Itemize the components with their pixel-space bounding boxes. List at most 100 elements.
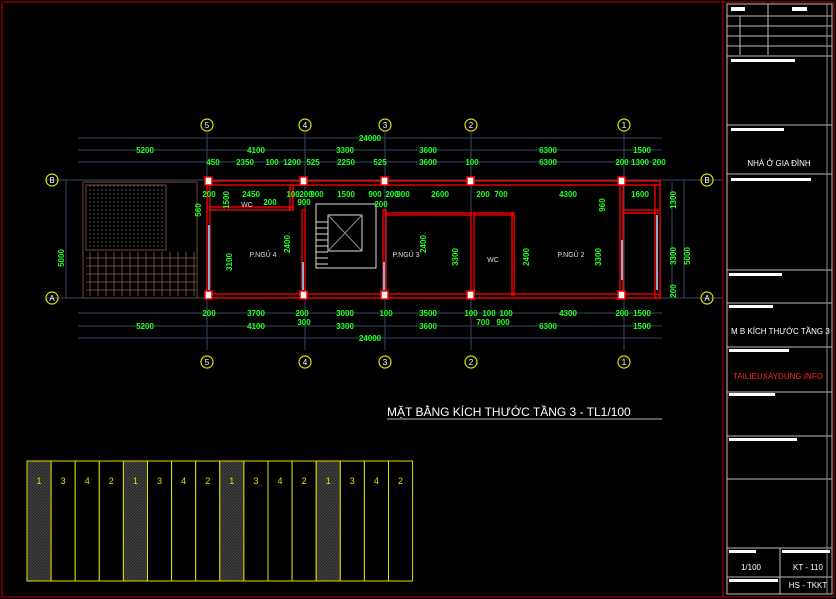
dimension-text: 200 — [669, 284, 678, 298]
axis-bubble — [617, 118, 631, 132]
layer-strip-cell — [74, 460, 100, 582]
layer-strip-cell — [243, 460, 269, 582]
layer-strip-cell — [363, 460, 389, 582]
column — [299, 176, 308, 186]
column — [380, 290, 389, 300]
dimension-text: 6300 — [539, 158, 557, 167]
dimension-text: 1500 — [633, 146, 651, 155]
column — [617, 176, 626, 186]
axis-bubble — [378, 118, 392, 132]
layer-strip-cell — [388, 460, 414, 582]
dimension-text: 3000 — [336, 309, 354, 318]
dimension-text: 4100 — [247, 146, 265, 155]
dimension-text: 4100 — [247, 322, 265, 331]
room-label: P.NGỦ 4 — [249, 250, 276, 259]
watermark-text: TAILIEUXAYDUNG.INFO — [733, 372, 823, 381]
dimension-text: 200 — [615, 309, 629, 318]
dimension-text: 200 — [202, 309, 216, 318]
layer-strip-label: 4 — [85, 476, 90, 486]
layer-strip-label: 4 — [374, 476, 379, 486]
dimension-text: 200 — [385, 190, 399, 199]
dimension-text: 3300 — [336, 146, 354, 155]
axis-label: 3 — [383, 358, 388, 367]
dimension-text: 200 — [299, 190, 313, 199]
dimension-text: 1300 — [669, 191, 678, 209]
stair-well — [327, 214, 363, 252]
dimension-text: 3300 — [594, 248, 603, 266]
room-label: P.NGỦ 3 — [392, 250, 419, 259]
dimension-text: 2400 — [419, 235, 428, 253]
dimension-text: 100 — [499, 309, 513, 318]
dimension-text: 1500 — [633, 309, 651, 318]
layer-strip-label: 4 — [181, 476, 186, 486]
column — [466, 290, 475, 300]
dimension-text: 450 — [206, 158, 220, 167]
dimension-text: 200 — [374, 200, 388, 209]
dimension-text: 900 — [368, 190, 382, 199]
wall — [511, 212, 515, 296]
dimension-text: 700 — [494, 190, 508, 199]
drawing-title: MẶT BẰNG KÍCH THƯỚC TẦNG 3 - TL1/100 — [387, 404, 631, 419]
layer-strip-cell — [98, 460, 124, 582]
axis-bubble — [45, 291, 59, 305]
layer-strip-label: 4 — [277, 476, 282, 486]
dimension-text: 200 — [652, 158, 666, 167]
wall — [654, 184, 661, 299]
layer-strip-cell — [291, 460, 317, 582]
room-label: WC — [241, 202, 253, 209]
layer-strip-label: 1 — [229, 476, 234, 486]
axis-bubble — [700, 291, 714, 305]
stair-outline — [315, 203, 377, 269]
stair-cross — [327, 214, 363, 252]
column — [299, 290, 308, 300]
axis-label: 4 — [303, 121, 308, 130]
dimension-text: 300 — [297, 318, 311, 327]
layer-strip-label: 1 — [36, 476, 41, 486]
layer-strip-cell — [50, 460, 76, 582]
axis-label: A — [49, 294, 55, 303]
axis-label: A — [704, 294, 710, 303]
axis-label: 5 — [205, 121, 210, 130]
dimension-text: 5000 — [57, 249, 66, 267]
axis-label: B — [49, 176, 54, 185]
dimension-text: 3300 — [336, 322, 354, 331]
column — [617, 290, 626, 300]
dimension-text: 2350 — [236, 158, 254, 167]
dimension-text: 5000 — [683, 247, 692, 265]
room-label: P.NGỦ 2 — [557, 250, 584, 259]
dimension-text: 100 — [286, 190, 300, 199]
axis-bubble — [617, 355, 631, 369]
axis-bubble — [464, 118, 478, 132]
dimension-text: 6300 — [539, 322, 557, 331]
axis-bubble — [298, 118, 312, 132]
axis-label: 2 — [469, 358, 474, 367]
sheet-name: M B KÍCH THƯỚC TẦNG 3 — [731, 326, 830, 336]
dimension-text: 200 — [263, 198, 277, 207]
dimension-text: 1200 — [283, 158, 301, 167]
dimension-text: 900 — [396, 190, 410, 199]
wall — [289, 184, 294, 211]
column — [204, 176, 213, 186]
layer-strip-label: 3 — [253, 476, 258, 486]
dimension-text: 5200 — [136, 322, 154, 331]
layer-strip-label: 3 — [157, 476, 162, 486]
layer-strip-label: 1 — [326, 476, 331, 486]
axis-label: 2 — [469, 121, 474, 130]
axis-bubble — [45, 173, 59, 187]
dimension-text: 200 — [476, 190, 490, 199]
dimension-text: 100 — [379, 309, 393, 318]
axis-bubble — [200, 118, 214, 132]
sheet-code: KT - 110 — [793, 563, 823, 572]
dimension-text: 24000 — [359, 334, 382, 343]
layer-strip-cell — [267, 460, 293, 582]
dimension-text: 900 — [496, 318, 510, 327]
dimension-text: 700 — [476, 318, 490, 327]
dimension-text: 3300 — [669, 247, 678, 265]
title-block — [726, 3, 833, 595]
dimension-text: 900 — [297, 198, 311, 207]
layer-strip-cell — [219, 460, 245, 582]
dimension-text: 6300 — [539, 146, 557, 155]
dimension-text: 5200 — [136, 146, 154, 155]
dimension-text: 100 — [482, 309, 496, 318]
